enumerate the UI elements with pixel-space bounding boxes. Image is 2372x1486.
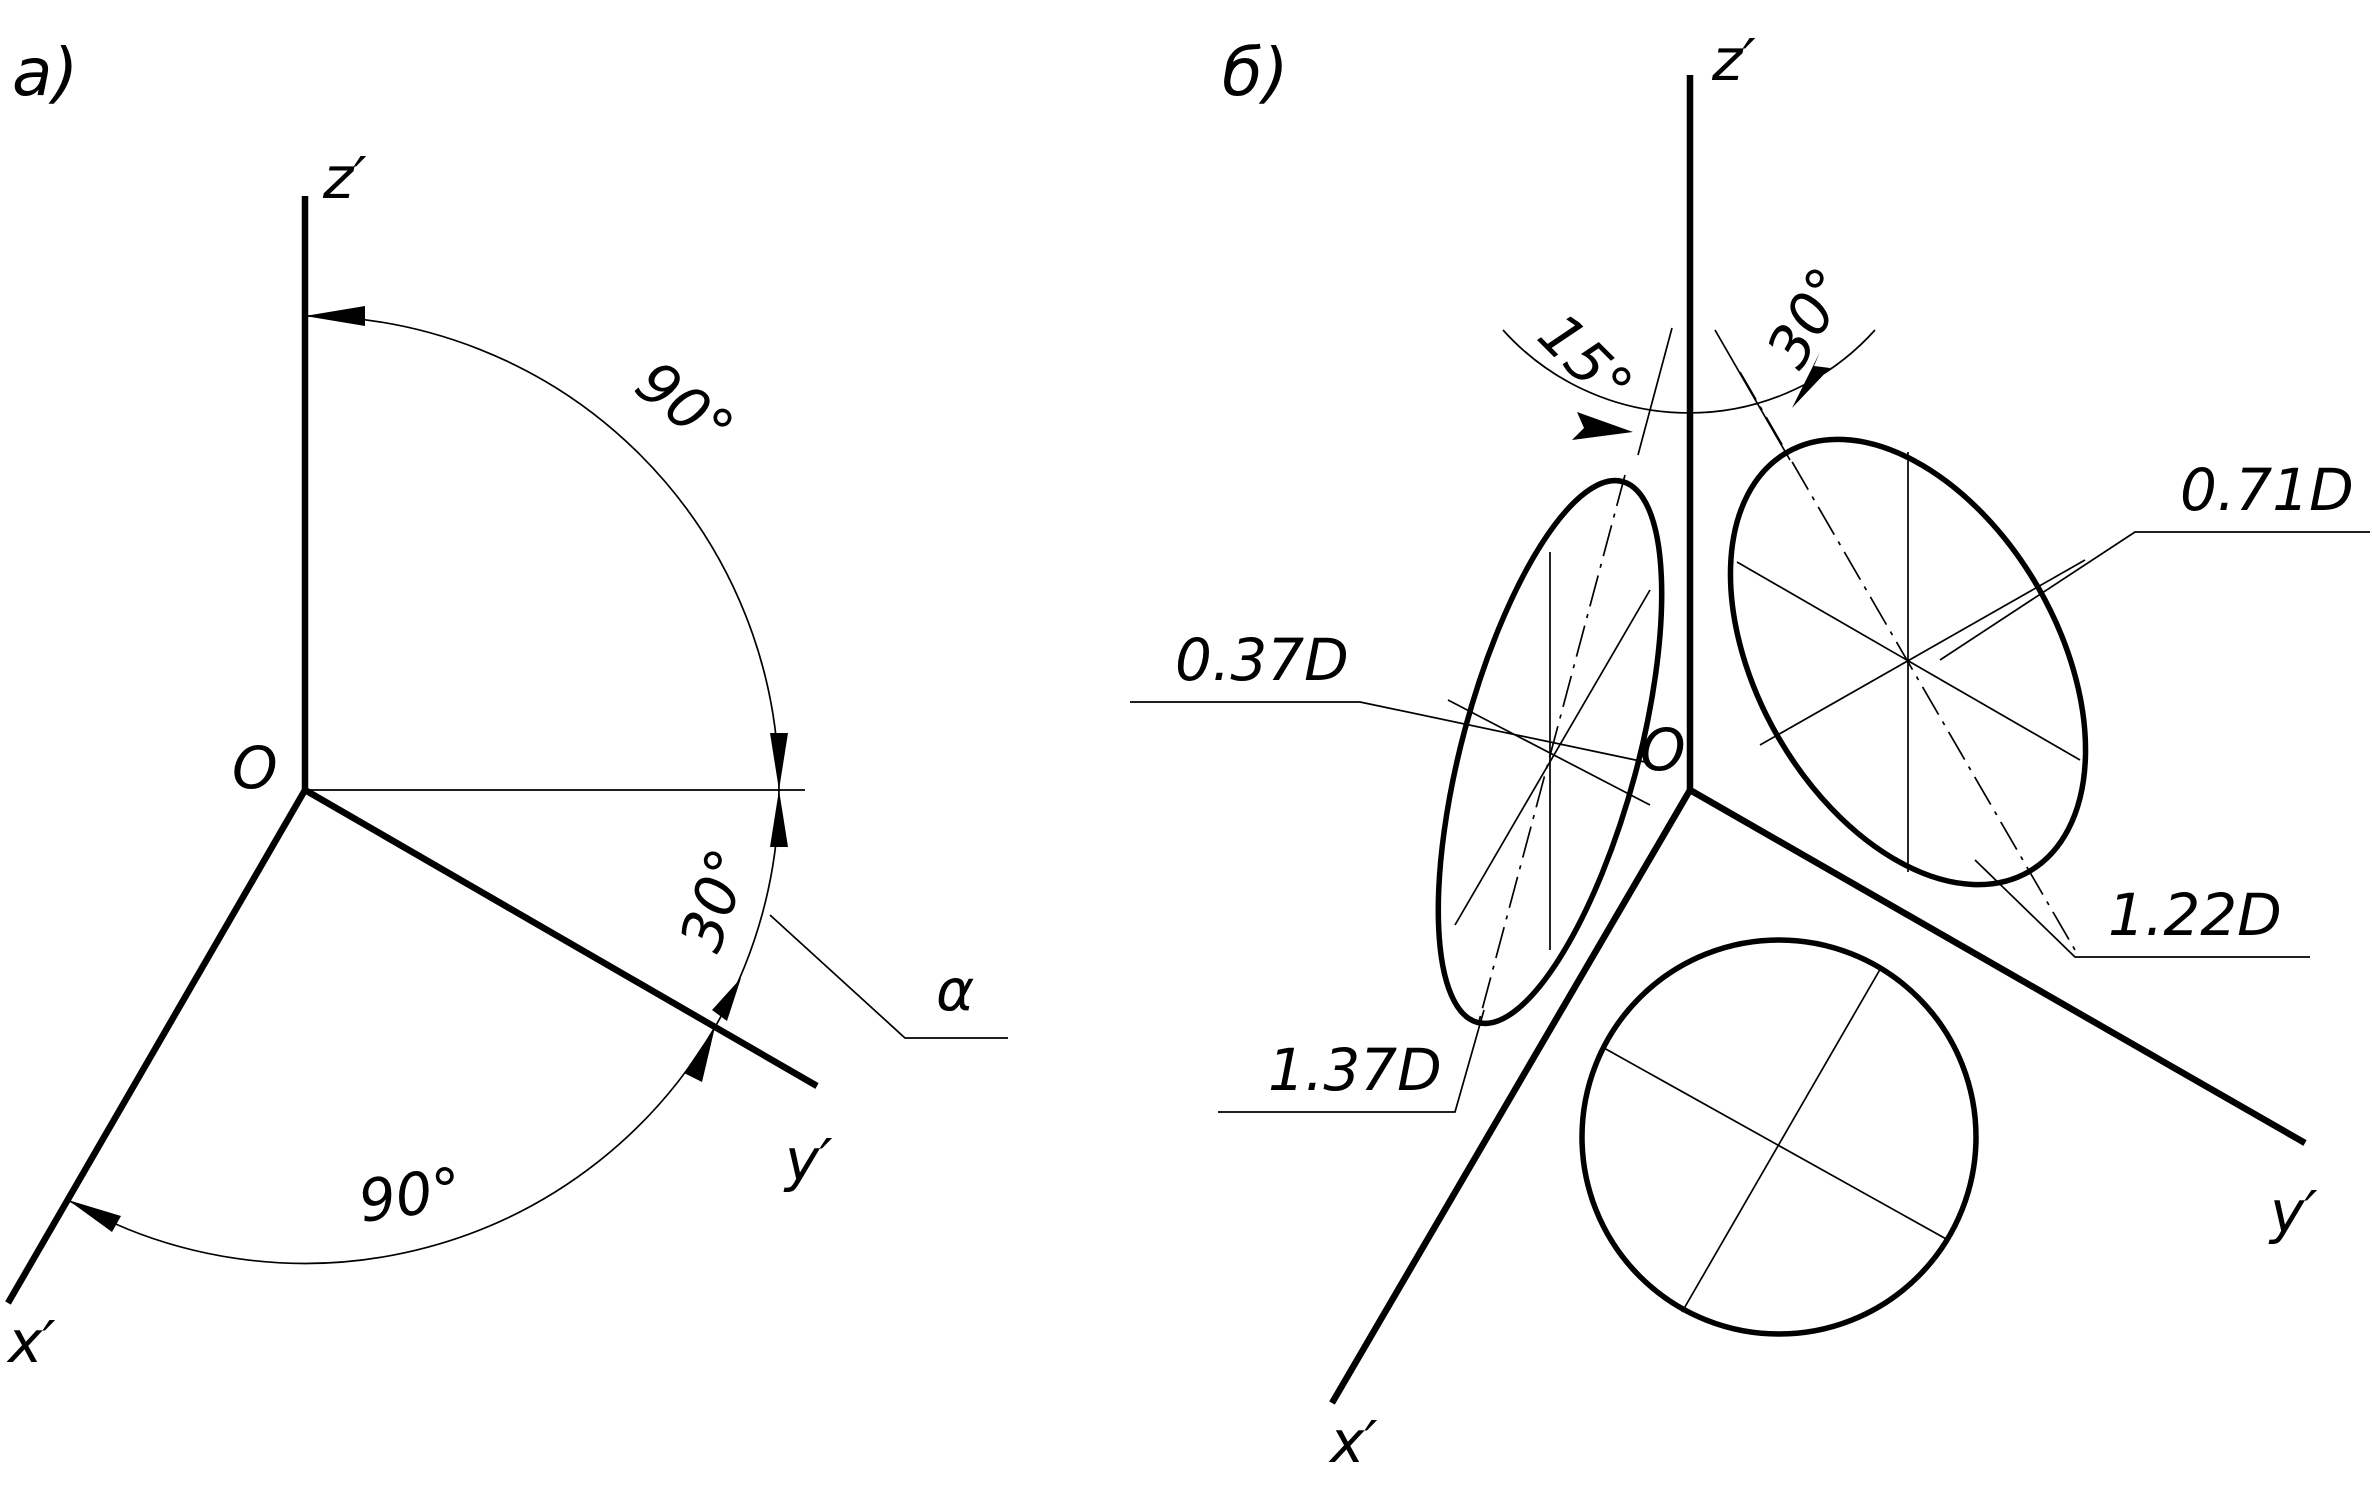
angle-15-label: 15° [1525,300,1646,421]
origin-label-a: O [232,734,278,802]
axis-x-b [1329,788,1693,1405]
dim-071-label: 0.71D [2180,456,2354,524]
arrow-z-90 [305,306,365,326]
panel-a-label: а) [12,34,78,111]
angle-90-lower-label: 90° [354,1154,465,1236]
arc-angles-b [1502,329,1876,414]
leader-037 [1130,701,1646,763]
ref-line-15 [1637,327,1673,456]
alpha-label: α [936,956,974,1024]
axis-x-label-a: x′ [6,1308,56,1376]
leader-071 [1939,531,2370,661]
panel-b-label: б) [1222,34,1288,111]
arc-90-upper [304,315,780,791]
ellipse-xz [1435,474,1665,1027]
ellipse-yz [1727,371,2089,951]
arc-90-lower [67,1026,716,1265]
angle-30-label-b: 30° [1753,256,1863,379]
axis-y-label-a: y′ [783,1126,833,1194]
leader-137 [1218,1009,1485,1113]
dim-137-label: 1.37D [1268,1036,1442,1104]
origin-label-b: O [1640,716,1686,784]
angle-90-upper-label: 90° [623,347,746,464]
arrow-y-90 [684,1027,715,1082]
axis-y-label-b: y′ [2268,1178,2318,1246]
panel-a: а) z′ O y′ x′ 90° 30° 90° α [5,34,1008,1376]
arrow-y-30 [712,978,741,1021]
arrow-h-90 [770,733,788,790]
axis-y-a [303,787,819,1089]
dim-037-label: 0.37D [1175,626,1349,694]
alpha-leader [769,914,1008,1039]
axis-y-b [1688,787,2307,1146]
arrow-x-90 [68,1200,121,1232]
axis-z-label-a: z′ [322,144,367,212]
axis-z-label-b: z′ [1711,26,1756,94]
arrow-15 [1572,412,1633,440]
circle-xy [1579,937,1979,1337]
angle-30-label: 30° [667,841,763,960]
arrow-h-30 [770,790,788,847]
dim-122-label: 1.22D [2108,881,2282,949]
arrow-30 [1792,352,1830,408]
leader-122 [1974,859,2310,958]
panel-b: б) [1130,26,2370,1476]
axis-x-label-b: x′ [1328,1408,1378,1476]
axis-x-a [5,788,308,1305]
